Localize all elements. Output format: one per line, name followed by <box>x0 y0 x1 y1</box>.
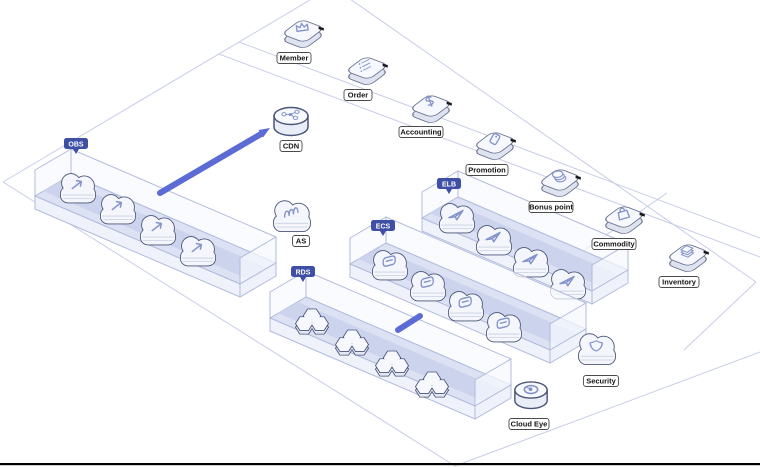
elb-badge-label: ELB <box>442 181 456 188</box>
rds-badge-label: RDS <box>296 269 311 276</box>
order-label: Order <box>343 89 373 101</box>
obs-badge: OBS <box>64 138 88 154</box>
elb-item[interactable] <box>438 203 476 234</box>
obs-item[interactable] <box>59 173 97 204</box>
svg-text:Cloud Eye: Cloud Eye <box>511 420 548 429</box>
ecs-badge-label: ECS <box>376 223 391 230</box>
svg-text:Security: Security <box>586 377 616 386</box>
connector-obs-to-cdn <box>157 128 270 196</box>
svg-text:Accounting: Accounting <box>400 128 442 137</box>
ecs-item[interactable] <box>409 271 447 302</box>
connector-rds-to-ecs <box>395 313 423 333</box>
svg-text:Member: Member <box>280 54 309 63</box>
elb-badge: ELB <box>437 178 461 194</box>
cdn-label: CDN <box>279 140 303 152</box>
member-node[interactable] <box>281 18 325 50</box>
accounting-label: Accounting <box>398 126 444 138</box>
rds-group-tray[interactable] <box>268 270 513 420</box>
member-label: Member <box>276 52 312 64</box>
elb-item[interactable] <box>512 247 550 278</box>
obs-group-tray[interactable] <box>33 148 278 298</box>
obs-badge-label: OBS <box>68 141 84 148</box>
bottom-window-edge <box>0 463 760 466</box>
rds-badge: RDS <box>291 266 315 282</box>
promotion-node[interactable] <box>473 130 517 162</box>
promotion-label: Promotion <box>465 164 509 176</box>
svg-text:Promotion: Promotion <box>468 166 506 175</box>
bonus-point-node[interactable] <box>538 167 582 199</box>
commodity-node[interactable] <box>602 204 646 236</box>
svg-text:Inventory: Inventory <box>662 278 697 287</box>
cloud-eye-label: Cloud Eye <box>508 418 550 430</box>
inventory-node[interactable] <box>666 242 710 274</box>
ecs-badge: ECS <box>371 220 395 236</box>
as-label: AS <box>292 235 310 247</box>
obs-item[interactable] <box>139 215 177 246</box>
cdn-node[interactable] <box>273 106 309 137</box>
svg-text:AS: AS <box>296 237 306 246</box>
as-node[interactable] <box>273 200 311 233</box>
obs-item[interactable] <box>99 194 137 225</box>
elb-item[interactable] <box>475 225 513 256</box>
svg-text:Bonus point: Bonus point <box>529 203 573 212</box>
cloud-eye-node[interactable] <box>514 381 548 410</box>
ecs-item[interactable] <box>447 291 485 322</box>
commodity-label: Commodity <box>591 238 637 250</box>
security-label: Security <box>583 375 619 387</box>
svg-text:CDN: CDN <box>283 142 299 151</box>
svg-text:Commodity: Commodity <box>593 240 635 249</box>
security-node[interactable] <box>578 333 616 366</box>
order-node[interactable] <box>345 55 389 87</box>
bonus-point-label: Bonus point <box>528 201 574 213</box>
obs-item[interactable] <box>179 236 217 267</box>
ecs-item[interactable] <box>485 312 523 343</box>
svg-text:Order: Order <box>348 91 369 100</box>
ecs-item[interactable] <box>371 250 409 281</box>
node-labels: Member Order Accounting Promotion Bonus … <box>276 52 700 430</box>
inventory-label: Inventory <box>658 276 700 288</box>
